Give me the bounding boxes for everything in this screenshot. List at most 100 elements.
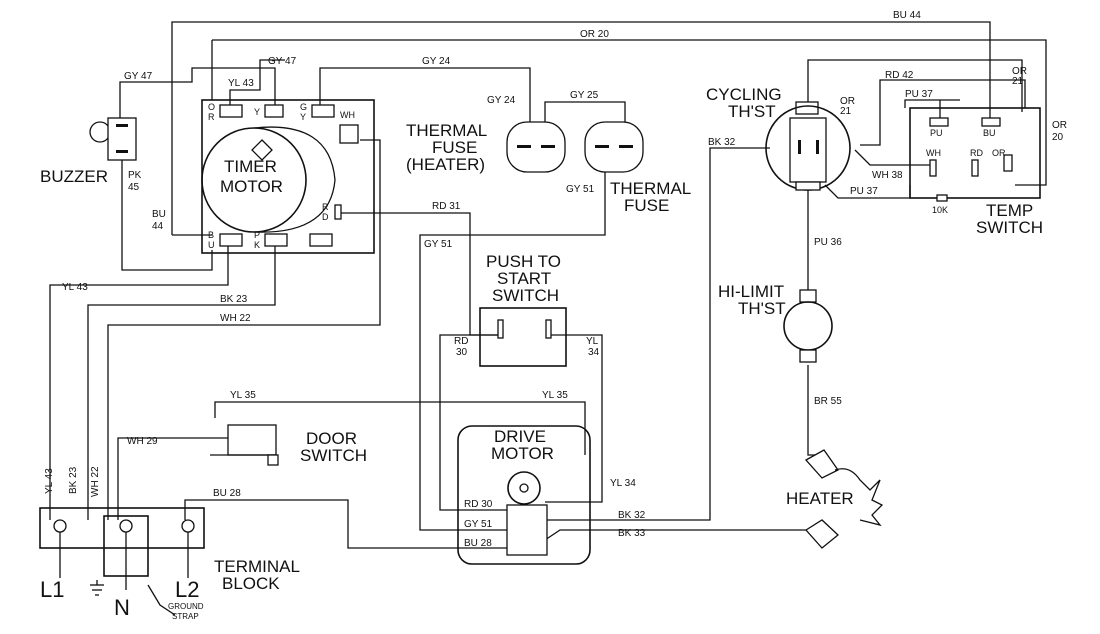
wire-label: BU 28 [464,538,492,549]
wire-label: BK 32 [618,510,646,521]
hi-limit-label-1: HI-LIMIT [718,282,784,301]
heater-label: HEATER [786,489,854,508]
terminal-label: R [322,202,329,212]
ground-strap-label-1: GROUND [168,602,204,611]
push-to-start-label-2: START [497,269,551,288]
door-switch-label-1: DOOR [306,429,357,448]
wire-label: PU 37 [850,186,878,197]
door-switch-label-2: SWITCH [300,446,367,465]
cycling-thermostat [765,101,851,191]
component-labels: BUZZER TIMER MOTOR THERMAL FUSE (HEATER)… [40,85,1043,621]
terminal-block-label-1: TERMINAL [214,557,300,576]
terminal-block-label-2: BLOCK [222,574,280,593]
thermal-fuse-heater-label-1: THERMAL [406,121,487,140]
wire-label: RD 42 [885,70,914,81]
wire-label: YL [586,336,599,347]
wire-label: GY 24 [487,95,516,106]
terminal-labels: O R Y G Y WH R D B U P K PU BU WH RD OR … [208,102,1006,250]
temp-switch-label-1: TEMP [986,201,1033,220]
cycling-thst-label-1: CYCLING [706,85,782,104]
wire-label: BK 32 [708,137,736,148]
wire-label: GY 25 [570,90,599,101]
thermal-fuse-heater-label-2: FUSE [432,138,477,157]
terminal-label: BU [983,128,996,138]
hi-limit-thermostat [783,289,833,363]
wire-label: GY 51 [464,519,493,530]
thermal-fuse-label-2: FUSE [624,196,669,215]
wire-label: 44 [152,221,164,232]
wire-label: GY 47 [268,56,297,67]
terminal-n: N [114,595,130,620]
wire-label: 20 [1052,132,1064,143]
buzzer [89,117,137,161]
thermal-fuse [584,121,644,173]
drive-motor-label-1: DRIVE [494,427,546,446]
hi-limit-label-2: TH'ST [738,299,786,318]
terminal-label: G [300,102,307,112]
timer-motor [201,99,375,254]
terminal-label: D [322,212,329,222]
buzzer-label: BUZZER [40,167,108,186]
terminal-label: RD [970,148,983,158]
terminal-l2: L2 [175,577,199,602]
thermal-fuse-heater [506,121,566,173]
wire-label: OR [1052,120,1067,131]
wire-label: YL 43 [62,282,88,293]
wire-label: YL 35 [542,390,568,401]
wire-label: 21 [1012,76,1024,87]
ground-strap-label-2: STRAP [172,612,199,621]
temp-switch [909,107,1041,202]
cycling-thst-label-2: TH'ST [728,102,776,121]
wire-label: RD [454,336,468,347]
terminal-label: B [208,230,214,240]
wire-label: GY 51 [424,239,453,250]
wire-label: BU 28 [213,488,241,499]
wire-label: BU [152,209,166,220]
wire-label: OR [1012,66,1027,77]
wire-label: 21 [840,106,852,117]
wire-label: PU 36 [814,237,842,248]
terminal-label: P [254,230,260,240]
timer-label-1: TIMER [224,157,277,176]
terminal-l1: L1 [40,577,64,602]
drive-motor-label-2: MOTOR [491,444,554,463]
wire-label: YL 35 [230,390,256,401]
wire-label: OR [840,96,855,107]
wire-label: 30 [456,347,468,358]
wire-label: RD 31 [432,201,461,212]
thermal-fuse-heater-label-3: (HEATER) [406,155,485,174]
wire-label: YL 43 [44,468,55,494]
wire-label: WH 38 [872,170,903,181]
drive-motor [457,425,591,565]
wire-label: WH 29 [127,436,158,447]
push-to-start-switch [479,307,567,367]
wiring [49,21,1047,549]
wire-label: PK [128,170,142,181]
wire-label: WH 22 [90,466,101,497]
wire-label: YL 34 [610,478,636,489]
door-switch [210,424,279,466]
push-to-start-label-3: SWITCH [492,286,559,305]
terminal-label: 10K [932,205,948,215]
wire-label: GY 51 [566,184,595,195]
terminal-label: WH [926,148,941,158]
wire-labels: BU 44 OR 20 GY 47 GY 47 GY 24 GY 24 GY 2… [44,10,1067,549]
wire-label: YL 43 [228,78,254,89]
wire-label: PU 37 [905,89,933,100]
terminal-label: O [208,102,215,112]
terminal-block [39,507,205,616]
wire-label: WH 22 [220,313,251,324]
terminal-label: WH [340,110,355,120]
wire-label: BK 23 [220,294,248,305]
wire-label: BK 23 [68,466,79,494]
wire-label: BR 55 [814,396,842,407]
wire-label: RD 30 [464,499,493,510]
thermal-fuse-label-1: THERMAL [610,179,691,198]
wire-label: GY 24 [422,56,451,67]
wire-label: 45 [128,182,140,193]
terminal-label: PU [930,128,943,138]
terminal-label: OR [992,148,1006,158]
push-to-start-label-1: PUSH TO [486,252,561,271]
wire-label: BU 44 [893,10,921,21]
